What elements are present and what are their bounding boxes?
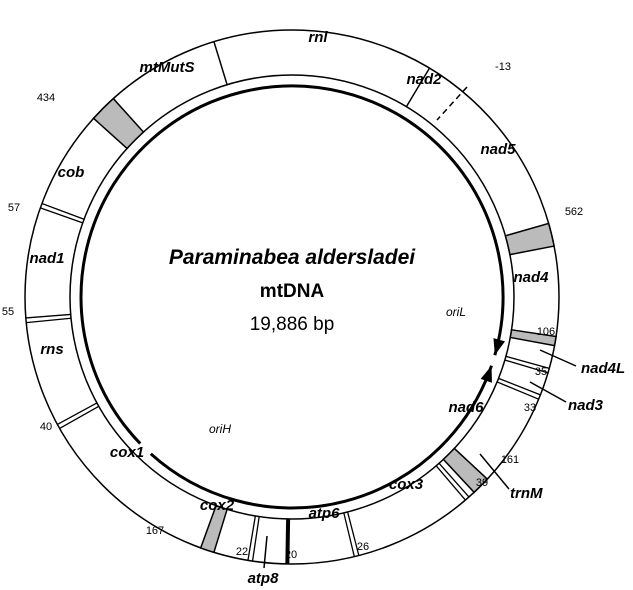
origin-label-oriH: oriH bbox=[209, 422, 231, 436]
genome-size: 19,886 bp bbox=[250, 314, 335, 335]
gene-label-nad4L: nad4L bbox=[581, 360, 625, 377]
leader-trnm bbox=[479, 453, 510, 490]
spacer-label-40: 40 bbox=[40, 421, 52, 433]
spacer-label-434: 434 bbox=[37, 92, 55, 104]
boundary-atp8-cox2 bbox=[247, 515, 257, 561]
boundary-cox3-atp6 bbox=[343, 512, 355, 557]
boundary-cox3-atp6 bbox=[346, 511, 360, 556]
boundary-trnm-cox3 bbox=[435, 465, 466, 501]
gene-label-atp6: atp6 bbox=[309, 505, 341, 522]
spacer-label-57: 57 bbox=[8, 202, 20, 214]
spacer-wedge-106 bbox=[509, 328, 557, 347]
gene-label-cob: cob bbox=[58, 164, 85, 181]
gene-label-rns: rns bbox=[40, 341, 63, 358]
spacer-wedge-434 bbox=[92, 97, 145, 150]
boundary-trnm-cox3 bbox=[438, 462, 470, 498]
leader-nad4l bbox=[539, 349, 577, 367]
spacer-wedge-167 bbox=[199, 504, 229, 554]
gene-label-rnl: rnl bbox=[308, 29, 328, 46]
strand-l bbox=[149, 365, 493, 510]
spacer-labels: 434 -13 562 106 35 33 161 39 26 20 22 16… bbox=[2, 61, 583, 561]
spacer-label-106: 106 bbox=[537, 326, 555, 338]
boundary-cox1-rns bbox=[57, 402, 98, 425]
spacer-label-20: 20 bbox=[285, 549, 297, 561]
gene-label-nad2: nad2 bbox=[406, 71, 442, 88]
spacer-label-minus13: -13 bbox=[495, 61, 511, 73]
spacer-wedge-161 bbox=[442, 447, 489, 494]
outer-ring bbox=[24, 29, 560, 565]
boundary-nad4l-nad3 bbox=[505, 355, 550, 369]
gene-label-nad3: nad3 bbox=[568, 397, 604, 414]
inner-ring bbox=[69, 74, 515, 520]
gene-labels: rnl nad2 nad5 nad4 nad4L nad3 nad6 trnM … bbox=[29, 29, 625, 587]
species-name: Paraminabea aldersladei bbox=[169, 246, 416, 269]
arrowhead-h bbox=[493, 338, 506, 356]
molecule-label: mtDNA bbox=[260, 281, 325, 302]
spacer-label-22: 22 bbox=[236, 546, 248, 558]
spacer-label-39: 39 bbox=[476, 477, 488, 489]
boundary-nad4l-nad3 bbox=[504, 359, 549, 374]
gene-label-nad1: nad1 bbox=[29, 250, 64, 267]
spacer-label-167: 167 bbox=[146, 525, 164, 537]
spacer-wedge-562 bbox=[504, 222, 555, 256]
gene-boundaries bbox=[25, 41, 550, 564]
spacer-label-161: 161 bbox=[501, 454, 519, 466]
gene-label-cox1: cox1 bbox=[110, 444, 144, 461]
intergenic-spacers bbox=[92, 97, 557, 554]
boundary-nad1-cob bbox=[40, 207, 83, 224]
boundary-nad3-nad6 bbox=[498, 377, 541, 396]
gene-label-mtMutS: mtMutS bbox=[140, 59, 195, 76]
gene-label-cox2: cox2 bbox=[200, 497, 235, 514]
arrowhead-l bbox=[480, 365, 492, 383]
spacer-label-26: 26 bbox=[357, 541, 369, 553]
gene-label-nad6: nad6 bbox=[448, 399, 484, 416]
gene-label-nad5: nad5 bbox=[480, 141, 516, 158]
leader-lines bbox=[263, 86, 577, 569]
boundary-mtmuts-rnl bbox=[213, 41, 228, 85]
spacer-label-55: 55 bbox=[2, 306, 14, 318]
gene-label-cox3: cox3 bbox=[389, 476, 424, 493]
leader-atp8 bbox=[263, 535, 268, 569]
spacer-label-33: 33 bbox=[524, 402, 536, 414]
gene-label-trnM: trnM bbox=[510, 485, 543, 502]
spacer-label-562: 562 bbox=[565, 206, 583, 218]
origin-label-oriL: oriL bbox=[446, 305, 466, 319]
gene-label-nad4: nad4 bbox=[513, 269, 549, 286]
gene-label-atp8: atp8 bbox=[248, 570, 280, 587]
boundary-atp8-cox2 bbox=[251, 516, 260, 562]
boundary-cox1-rns bbox=[59, 405, 100, 430]
boundary-rnl-nad2 bbox=[405, 67, 431, 108]
strand-h bbox=[79, 84, 505, 445]
leader-nad3 bbox=[529, 381, 567, 403]
spacer-label-35: 35 bbox=[535, 366, 547, 378]
boundary-rns-nad1 bbox=[25, 313, 71, 319]
boundary-nad1-cob bbox=[41, 202, 85, 220]
replication-strands bbox=[79, 84, 506, 510]
boundary-nad3-nad6 bbox=[496, 381, 539, 400]
boundary-atp6-atp8 bbox=[285, 518, 291, 564]
leader-nad2-dashed bbox=[436, 86, 468, 121]
boundary-rns-nad1 bbox=[26, 317, 72, 324]
